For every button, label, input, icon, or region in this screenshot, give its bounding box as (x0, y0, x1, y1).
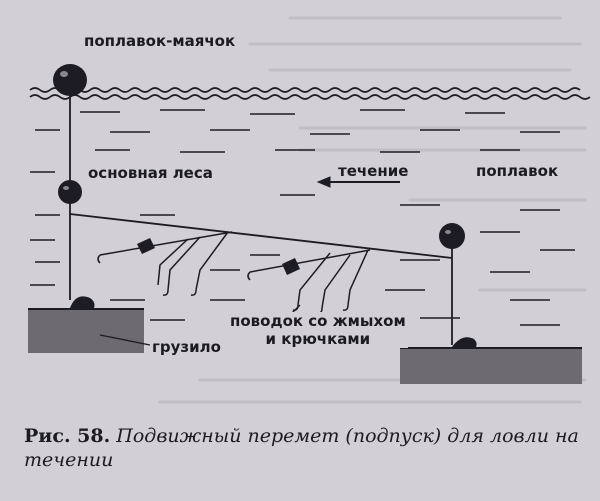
label-beacon-float: поплавок-маячок (82, 32, 238, 50)
float-highlight (445, 230, 451, 234)
sinker-right-icon (452, 337, 477, 347)
bait-cake-right-icon (282, 258, 300, 275)
label-float: поплавок (474, 162, 561, 180)
water-dashes (30, 109, 575, 331)
ground-left (28, 308, 144, 353)
label-leader: поводок со жмыхом и крючками (228, 312, 408, 348)
main-line (69, 213, 453, 259)
line-float-highlight (63, 186, 69, 190)
label-current: течение (336, 162, 411, 180)
figure-caption: Рис. 58. Подвижный перемет (подпуск) для… (24, 424, 584, 472)
beacon-float-highlight (60, 71, 68, 77)
sinker-left-icon (70, 296, 95, 308)
caption-text: Подвижный перемет (подпуск) для ловли на… (24, 425, 579, 471)
float-icon (439, 223, 465, 249)
water-surface (29, 87, 591, 100)
label-leader-line2: и крючками (265, 330, 371, 348)
leader-group-right (247, 249, 371, 314)
label-leader-line1: поводок со жмыхом (230, 312, 406, 330)
current-arrow-icon (316, 176, 400, 188)
label-sinker: грузило (150, 338, 223, 356)
caption-number: Рис. 58. (24, 425, 111, 447)
leader-group-left (97, 231, 233, 296)
label-main-line: основная леса (86, 164, 215, 182)
line-float-icon (58, 180, 82, 204)
bait-cake-left-icon (137, 238, 155, 254)
show-through-text (158, 16, 587, 404)
beacon-float-icon (53, 64, 87, 96)
ground-right (400, 347, 582, 384)
